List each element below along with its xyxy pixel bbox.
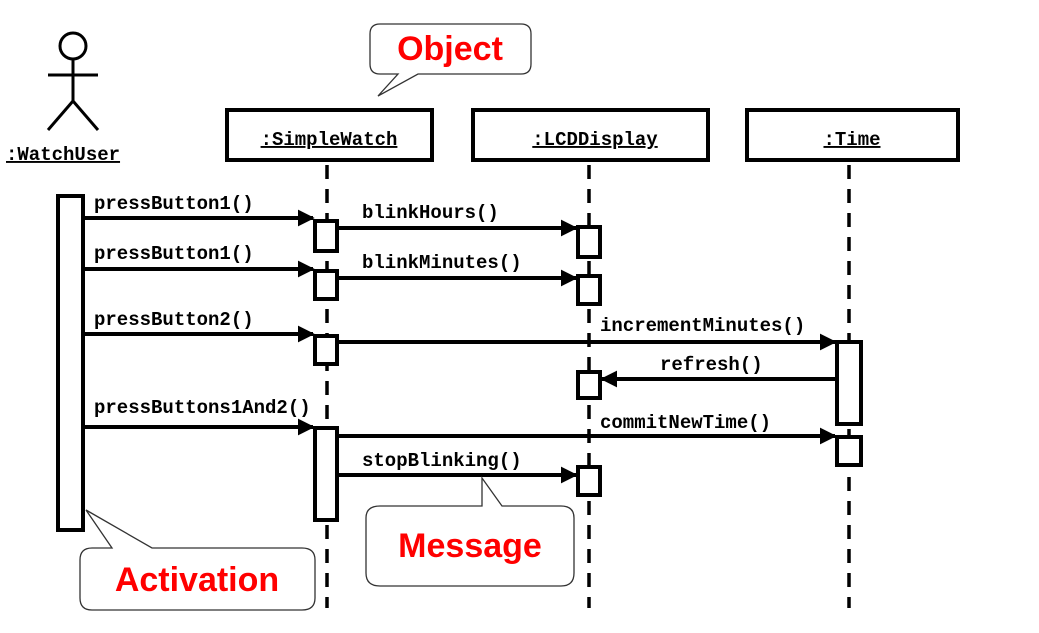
callout-object-text: Object — [397, 30, 503, 68]
callout-message: Message — [365, 475, 575, 587]
message-refresh: refresh() — [600, 354, 837, 388]
svg-text:stopBlinking(): stopBlinking() — [362, 450, 522, 472]
svg-text:refresh(): refresh() — [660, 354, 763, 376]
object-label-lcddisplay: :LCDDisplay — [532, 129, 658, 151]
svg-text:blinkMinutes(): blinkMinutes() — [362, 252, 522, 274]
activation-lcddisplay-2 — [576, 274, 602, 306]
message-incrementminutes: incrementMinutes() — [337, 315, 837, 351]
message-commitnewtime: commitNewTime() — [337, 412, 837, 445]
activation-simplewatch-4 — [313, 426, 339, 522]
object-label-time: :Time — [823, 129, 880, 151]
object-simplewatch: :SimpleWatch — [225, 108, 434, 162]
stick-figure-icon — [46, 31, 100, 131]
callout-activation-text: Activation — [115, 561, 279, 599]
svg-text:pressButtons1And2(): pressButtons1And2() — [94, 397, 311, 419]
activation-lcddisplay-3 — [576, 370, 602, 400]
activation-time-1 — [835, 340, 863, 426]
message-pressbutton2: pressButton2() — [83, 309, 315, 343]
svg-text:pressButton1(): pressButton1() — [94, 243, 254, 265]
callout-activation: Activation — [79, 509, 316, 611]
activation-lcddisplay-1 — [576, 225, 602, 259]
activation-lcddisplay-4 — [576, 465, 602, 497]
object-time: :Time — [745, 108, 960, 162]
message-blinkminutes: blinkMinutes() — [337, 252, 578, 287]
message-blinkhours: blinkHours() — [337, 202, 578, 237]
message-pressbuttons1and2: pressButtons1And2() — [83, 397, 315, 436]
activation-watchuser — [56, 194, 85, 532]
activation-simplewatch-1 — [313, 219, 339, 253]
svg-text:blinkHours(): blinkHours() — [362, 202, 499, 224]
activation-simplewatch-3 — [313, 334, 339, 366]
message-stopblinking: stopBlinking() — [337, 450, 578, 484]
svg-text:commitNewTime(): commitNewTime() — [600, 412, 771, 434]
callout-message-text: Message — [398, 527, 542, 565]
activation-time-2 — [835, 435, 863, 467]
svg-text:incrementMinutes(): incrementMinutes() — [600, 315, 805, 337]
callout-object: Object — [369, 23, 532, 97]
message-pressbutton1-b: pressButton1() — [83, 243, 315, 278]
object-label-simplewatch: :SimpleWatch — [261, 129, 398, 151]
object-lcddisplay: :LCDDisplay — [471, 108, 710, 162]
activation-simplewatch-2 — [313, 269, 339, 301]
svg-text:pressButton1(): pressButton1() — [94, 193, 254, 215]
actor-label: :WatchUser — [6, 144, 120, 166]
svg-text:pressButton2(): pressButton2() — [94, 309, 254, 331]
message-pressbutton1-a: pressButton1() — [83, 193, 315, 227]
